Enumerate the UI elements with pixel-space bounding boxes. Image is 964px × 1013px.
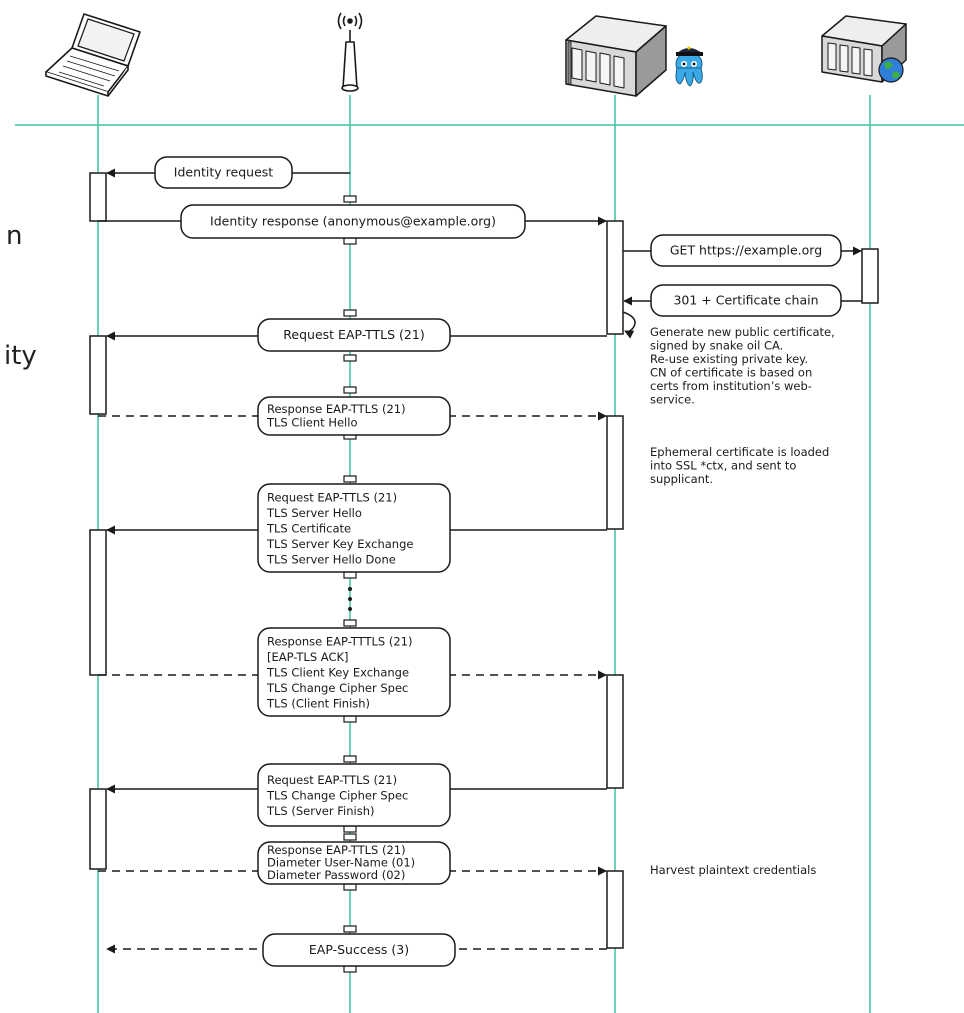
continuation-dots: [348, 587, 352, 611]
note-harvest: Harvest plaintext credentials: [650, 863, 816, 877]
message-line: TLS Change Cipher Spec: [266, 681, 408, 695]
message-line: TLS (Client Finish): [266, 696, 370, 710]
message-line: Response EAP-TTLS (21): [267, 843, 406, 857]
message-line: Diameter Password (02): [267, 868, 405, 882]
activation-laptop-1: [89, 172, 107, 222]
access-point-icon: [337, 12, 363, 92]
police-octopus-icon: [675, 46, 703, 87]
message-line: Request EAP-TTLS (21): [283, 327, 424, 342]
message-line: TLS Server Hello Done: [266, 552, 396, 566]
note-generate-cert: Generate new public certificate,signed b…: [650, 325, 835, 407]
message-line: TLS Client Key Exchange: [266, 665, 409, 679]
message-box-response-credentials: Response EAP-TTLS (21)Diameter User-Name…: [257, 841, 451, 885]
message-line: TLS (Server Finish): [266, 804, 374, 818]
message-box-response-client-hello: Response EAP-TTLS (21)TLS Client Hello: [257, 396, 451, 436]
note-line: Harvest plaintext credentials: [650, 863, 816, 877]
activation-server-1: [606, 220, 624, 335]
message-line: TLS Change Cipher Spec: [266, 788, 408, 802]
note-line: signed by snake oil CA.: [650, 339, 783, 353]
activation-bars: [89, 172, 879, 949]
radius-server-icon: [565, 15, 667, 97]
message-line: Request EAP-TTLS (21): [267, 773, 397, 787]
message-line: Identity response (anonymous@example.org…: [210, 214, 496, 229]
message-box-identity-request: Identity request: [154, 156, 293, 189]
activation-server-4: [606, 870, 624, 949]
message-line: GET https://example.org: [670, 243, 822, 258]
note-line: CN of certificate is based on: [650, 366, 812, 380]
message-line: 301 + Certificate chain: [673, 293, 818, 308]
web-server-icon: [821, 15, 907, 83]
message-box-response-key-exchange: Response EAP-TTTLS (21)[EAP-TLS ACK]TLS …: [257, 627, 451, 717]
message-box-request-ttls: Request EAP-TTLS (21): [257, 318, 451, 352]
message-line: Request EAP-TTLS (21): [267, 490, 397, 504]
side-text-1: n: [6, 221, 22, 251]
note-line: supplicant.: [650, 472, 713, 486]
note-line: service.: [650, 393, 695, 407]
activation-laptop-4: [89, 788, 107, 870]
message-line: Diameter User-Name (01): [267, 856, 415, 870]
message-line: Response EAP-TTTLS (21): [267, 634, 412, 648]
laptop-icon: [45, 13, 141, 97]
message-line: TLS Server Key Exchange: [266, 537, 413, 551]
ap-ticks: [343, 195, 357, 973]
activation-server-2: [606, 415, 624, 530]
arrow-self-generate: [622, 311, 636, 339]
message-line: Response EAP-TTLS (21): [267, 402, 406, 416]
message-line: [EAP-TLS ACK]: [267, 650, 349, 664]
message-box-certificate-chain: 301 + Certificate chain: [650, 284, 842, 317]
message-line: Identity request: [174, 165, 273, 180]
side-text-2: ity: [4, 341, 37, 371]
message-box-identity-response: Identity response (anonymous@example.org…: [180, 204, 526, 239]
message-box-request-server-hello: Request EAP-TTLS (21)TLS Server HelloTLS…: [257, 483, 451, 573]
note-line: certs from institution’s web-: [650, 379, 812, 393]
message-box-eap-success: EAP-Success (3): [262, 933, 456, 967]
note-line: Generate new public certificate,: [650, 325, 835, 339]
message-box-get-request: GET https://example.org: [650, 234, 842, 267]
message-line: TLS Client Hello: [266, 416, 357, 430]
annotation-notes: Generate new public certificate,signed b…: [650, 325, 835, 877]
message-box-request-server-finish: Request EAP-TTLS (21)TLS Change Cipher S…: [257, 763, 451, 827]
activation-laptop-3: [89, 529, 107, 676]
activation-laptop-2: [89, 335, 107, 415]
message-line: TLS Certificate: [266, 521, 351, 535]
message-line: TLS Server Hello: [266, 506, 362, 520]
note-line: Ephemeral certificate is loaded: [650, 445, 829, 459]
note-line: Re-use existing private key.: [650, 352, 808, 366]
note-line: into SSL *ctx, and sent to: [650, 459, 796, 473]
activation-server-3: [606, 674, 624, 789]
message-line: EAP-Success (3): [309, 942, 409, 957]
activation-webserver-1: [861, 248, 879, 304]
